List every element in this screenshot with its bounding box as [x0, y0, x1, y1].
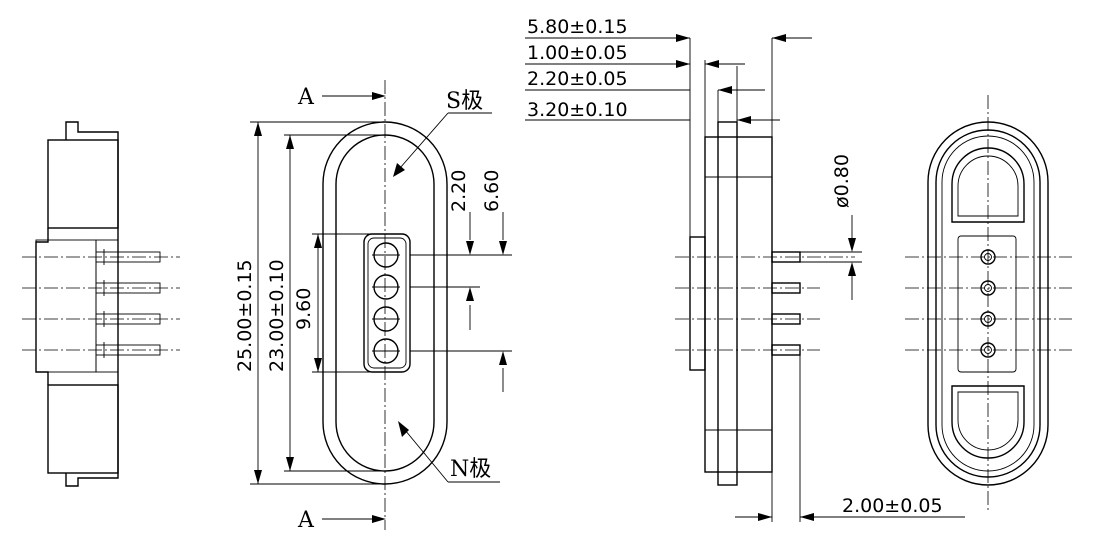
section-label-bottom: A — [297, 508, 315, 533]
side-view — [525, 34, 965, 522]
dim-25-00: 25.00±0.15 — [234, 259, 256, 372]
dim-2-20: 2.20 — [448, 170, 470, 212]
dim-2-00: 2.00±0.05 — [842, 495, 943, 517]
dim-23-00: 23.00±0.10 — [266, 259, 288, 372]
s-pole-label: S极 — [446, 89, 483, 114]
section-pins — [95, 249, 161, 358]
section-view — [22, 121, 180, 487]
n-pole-label: N极 — [450, 457, 491, 482]
dim-1-00: 1.00±0.05 — [527, 42, 628, 64]
dim-5-80: 5.80±0.15 — [527, 16, 628, 38]
front-view — [250, 80, 512, 530]
dim-phi-0-80: ø0.80 — [831, 154, 853, 208]
rear-view — [905, 95, 1072, 510]
dim-2-20-05: 2.20±0.05 — [527, 68, 628, 90]
dim-9-60: 9.60 — [293, 288, 315, 330]
dim-3-20: 3.20±0.10 — [527, 99, 628, 121]
dim-6-60: 6.60 — [481, 170, 503, 212]
section-label-top: A — [297, 85, 315, 110]
